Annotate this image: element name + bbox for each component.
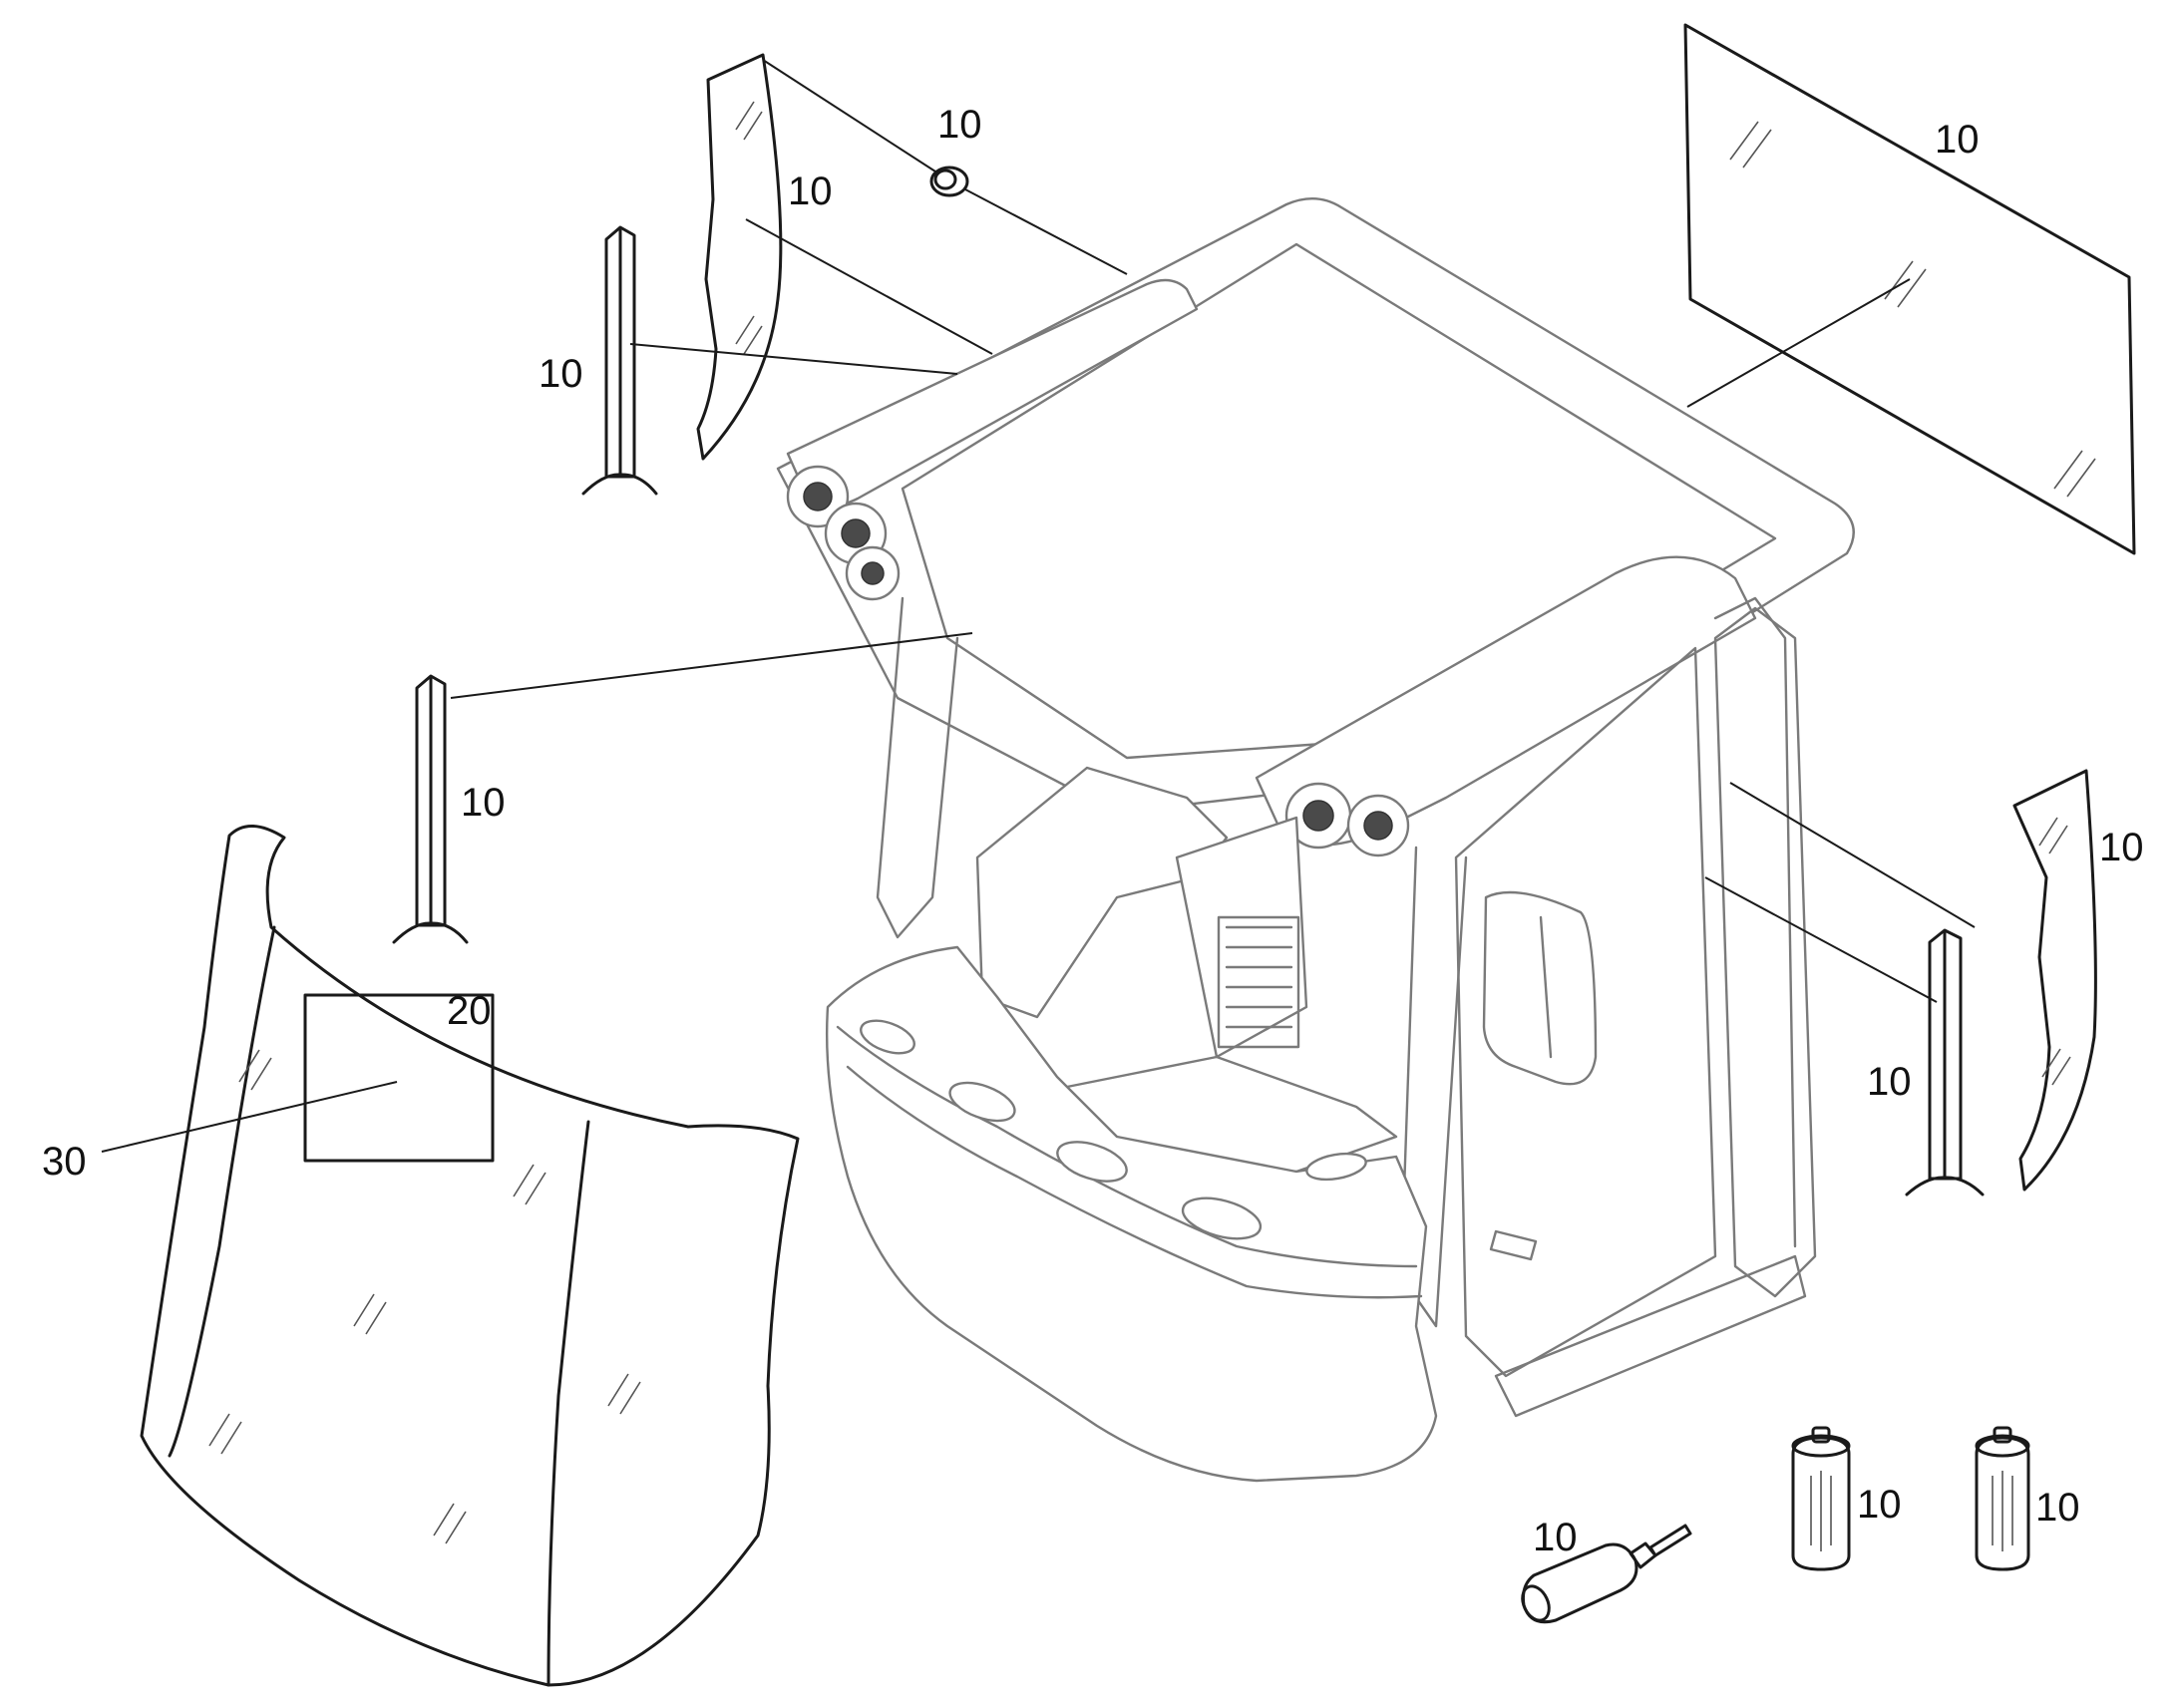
front-left-pillar <box>876 596 959 939</box>
vent-grille <box>1217 915 1300 1049</box>
roof-frame <box>776 197 1855 815</box>
adhesive-tube <box>1521 1524 1692 1624</box>
callout-rear-glass: 10 <box>1935 118 1980 162</box>
callout-upper-left-glass: 10 <box>788 170 833 213</box>
operator-cab <box>776 197 1855 1483</box>
cab-rear-window-frame <box>1713 596 1797 1248</box>
callout-cartridge-1: 10 <box>1857 1483 1902 1527</box>
callout-mid-left-seal: 10 <box>461 781 506 825</box>
callout-right-seal: 10 <box>1867 1060 1912 1104</box>
front-body-ledge <box>836 1025 1418 1268</box>
grommet <box>929 166 969 197</box>
callout-upper-left-seal: 10 <box>539 352 583 396</box>
callout-labels: 10 10 10 10 10 10 10 20 30 10 10 10 <box>42 103 2144 1559</box>
control-box <box>1175 816 1308 1059</box>
vent-grille-hatch <box>1225 925 1293 1029</box>
callout-grommet: 10 <box>937 103 982 147</box>
adhesive-cartridge-1 <box>1791 1426 1851 1571</box>
mirror-stem <box>1539 915 1553 1059</box>
cab-door <box>1454 646 1717 1378</box>
front-windshield <box>140 825 800 1687</box>
callout-adhesive-tube: 10 <box>1533 1516 1578 1559</box>
right-side-glass <box>2012 769 2097 1192</box>
seal-strip-mid-left <box>392 674 469 944</box>
leader-lines <box>101 59 1976 1153</box>
callout-right-glass: 10 <box>2099 826 2144 869</box>
rear-right-pillar <box>1713 606 1817 1298</box>
door-handle <box>1489 1229 1538 1261</box>
front-lower-body <box>825 945 1438 1483</box>
adhesive-cartridge-2 <box>1975 1426 2030 1571</box>
upper-left-side-glass <box>696 53 783 461</box>
seal-strip-right <box>1905 928 1985 1196</box>
windshield-decal <box>303 993 495 1163</box>
callout-windshield: 20 <box>447 989 492 1033</box>
rear-glass-panel <box>1683 23 2136 555</box>
front-lamps <box>860 1019 1367 1240</box>
callout-cartridge-2: 10 <box>2035 1486 2080 1530</box>
left-roof-rail <box>786 278 1199 508</box>
front-body-ledge-lower <box>846 1065 1423 1299</box>
callout-decal: 30 <box>42 1140 87 1184</box>
work-lights-front-left <box>786 465 901 601</box>
seal-strip-upper-left <box>581 225 658 496</box>
work-lights-front-right <box>1284 782 1410 857</box>
door-mirror <box>1482 890 1598 1086</box>
right-side-lower-panel <box>1494 1254 1807 1418</box>
